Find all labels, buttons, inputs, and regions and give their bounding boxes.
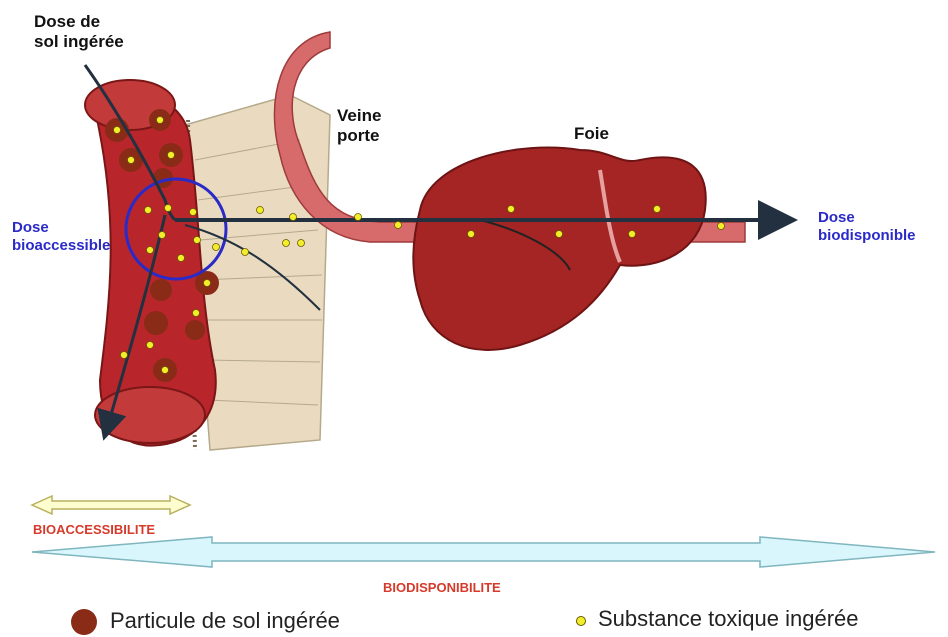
legend-substance: Substance toxique ingérée [598, 606, 859, 632]
legend-particle-label: Particule de sol ingérée [110, 608, 340, 634]
toxic-dot [162, 367, 169, 374]
toxic-dot [147, 342, 154, 349]
toxic-dot [128, 157, 135, 164]
toxic-dot [193, 310, 200, 317]
toxic-dot [468, 231, 475, 238]
label-veine-porte: Veine porte [337, 106, 381, 147]
liver [413, 148, 706, 350]
bioavailability-arrow [32, 537, 935, 567]
legend-substance-label: Substance toxique ingérée [598, 606, 859, 632]
label-dose-sol: Dose de sol ingérée [34, 12, 124, 53]
toxic-dot [213, 244, 220, 251]
legend-particle-icon [71, 609, 97, 635]
toxic-dot [145, 207, 152, 214]
toxic-dot [194, 237, 201, 244]
toxic-dot [204, 280, 211, 287]
soil-particle [144, 311, 168, 335]
toxic-dot [718, 223, 725, 230]
toxic-dot [257, 207, 264, 214]
toxic-dot [283, 240, 290, 247]
label-dose-bioaccessible: Dose bioaccessible [12, 219, 110, 255]
legend-particle: Particule de sol ingérée [110, 608, 340, 634]
toxic-dot [508, 206, 515, 213]
toxic-dot [114, 127, 121, 134]
toxic-dot [556, 231, 563, 238]
toxic-dot [242, 249, 249, 256]
toxic-dot [165, 205, 172, 212]
toxic-dot [355, 214, 362, 221]
label-biodisponibilite: BIODISPONIBILITE [383, 580, 501, 596]
toxic-dot [147, 247, 154, 254]
toxic-dot [298, 240, 305, 247]
toxic-dot [629, 231, 636, 238]
toxic-dot [654, 206, 661, 213]
toxic-dot [290, 214, 297, 221]
toxic-dot [178, 255, 185, 262]
bioaccessibility-arrow [32, 496, 190, 514]
toxic-dot [159, 232, 166, 239]
soil-particle [185, 320, 205, 340]
toxic-dot [121, 352, 128, 359]
soil-particle [150, 279, 172, 301]
label-dose-biodisponible: Dose biodisponible [818, 209, 916, 245]
toxic-dot [168, 152, 175, 159]
legend-substance-icon [577, 617, 586, 626]
label-bioaccessibilite: BIOACCESSIBILITE [33, 522, 155, 538]
toxic-dot [395, 222, 402, 229]
toxic-dot [157, 117, 164, 124]
label-foie: Foie [574, 124, 609, 144]
toxic-dot [190, 209, 197, 216]
